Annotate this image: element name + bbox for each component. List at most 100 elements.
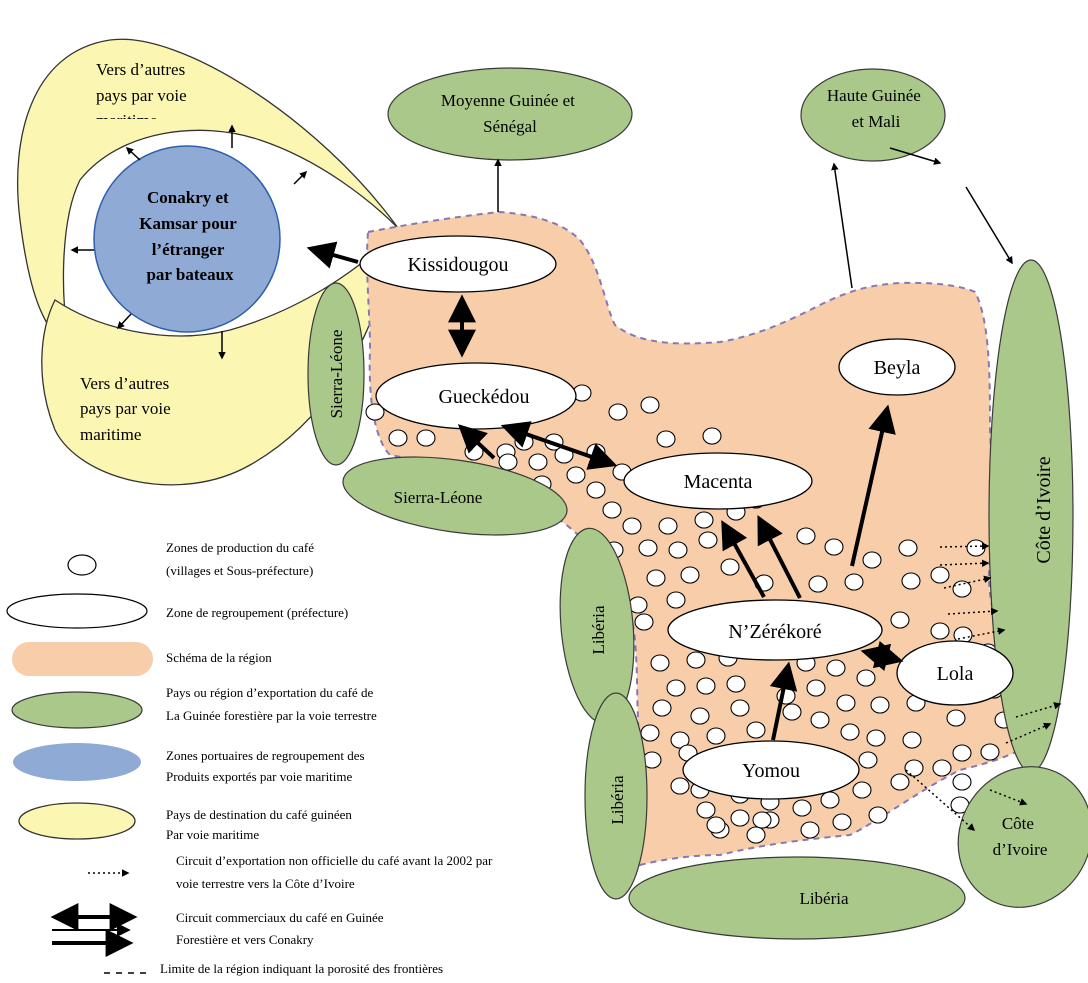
- prefecture-lola: [896, 640, 1014, 706]
- country-sierra-leone-horizontal: [342, 456, 568, 536]
- legend-region-label: Schéma de la région: [166, 650, 272, 665]
- production-dot: [844, 573, 864, 591]
- destination-bottom-line3: maritime: [80, 425, 141, 444]
- production-dot: [782, 703, 802, 721]
- production-dot: [870, 696, 890, 714]
- production-dot: [820, 791, 840, 809]
- moyenne-guinee-line1: Moyenne Guinée et: [441, 91, 575, 110]
- legend-ports-symbol: [13, 743, 141, 781]
- production-dot: [824, 538, 844, 556]
- prefecture-macenta: [623, 452, 813, 510]
- legend-regroupement-symbol: [6, 593, 148, 629]
- legend-export-land-line1: Pays ou région d’exportation du café de: [166, 685, 373, 700]
- production-dot: [952, 580, 972, 598]
- svg-text:Moyenne Guinée et Sénégal: Moyenne Guinée et Sénégal: [441, 91, 579, 136]
- liberia-lower-label: Libéria: [608, 775, 627, 825]
- production-dot: [638, 539, 658, 557]
- legend-region-symbol: [12, 642, 153, 676]
- prefecture-beyla: [838, 338, 956, 396]
- production-dot: [836, 694, 856, 712]
- production-dot: [646, 569, 666, 587]
- prefecture-lola-label: Lola: [937, 663, 974, 685]
- svg-text:Pays ou région d’exportation d: Pays ou région d’exportation du café de …: [166, 685, 377, 723]
- legend-destination-line1: Pays de destination du café guinéen: [166, 807, 352, 822]
- production-dot: [932, 759, 952, 777]
- production-dot: [670, 731, 690, 749]
- production-dot: [952, 744, 972, 762]
- commercial-circuit-arrows: [306, 241, 904, 741]
- production-dot: [890, 773, 910, 791]
- moyenne-guinee-line2: Sénégal: [483, 117, 537, 136]
- prefecture-yomou: [682, 740, 860, 800]
- cote-ivoire-small-line2: d’Ivoire: [993, 840, 1048, 859]
- production-dot: [808, 575, 828, 593]
- port-text-line1: Conakry et: [147, 188, 229, 207]
- production-dot: [868, 806, 888, 824]
- production-dot: [690, 707, 710, 725]
- production-dot: [746, 826, 766, 844]
- production-dot: [602, 501, 622, 519]
- production-dot: [622, 517, 642, 535]
- production-dot: [656, 430, 676, 448]
- legend-destination-symbol: [18, 802, 136, 840]
- country-cote-ivoire-small: [957, 766, 1088, 908]
- production-dot: [680, 566, 700, 584]
- production-dot: [966, 539, 986, 557]
- country-cote-ivoire-vertical: [988, 259, 1074, 773]
- country-moyenne-guinee: [387, 67, 633, 161]
- production-dot: [640, 724, 660, 742]
- production-dot: [902, 731, 922, 749]
- production-dot: [866, 729, 886, 747]
- svg-text:Pays de destination du café gu: Pays de destination du café guinéen Par …: [166, 807, 355, 842]
- production-dot: [365, 403, 385, 421]
- svg-text:maritime: maritime: [96, 111, 157, 130]
- production-dot: [901, 572, 921, 590]
- production-dot: [946, 709, 966, 727]
- production-dot: [668, 541, 688, 559]
- svg-text:Conakry et Kamsar pour: Conakry et Kamsar pour l’étranger par ba…: [139, 188, 240, 284]
- legend-regroupement-label: Zone de regroupement (préfecture): [166, 605, 348, 620]
- production-dot: [698, 531, 718, 549]
- production-dot: [856, 669, 876, 687]
- production-dot: [720, 558, 740, 576]
- production-dot: [666, 679, 686, 697]
- prefecture-beyla-label: Beyla: [874, 357, 921, 379]
- prefecture-kissidougou: [359, 235, 557, 293]
- production-dot: [498, 453, 518, 471]
- production-dot: [696, 677, 716, 695]
- legend-commercial-symbol: [50, 903, 138, 957]
- legend-production-line1: Zones de production du café: [166, 540, 314, 555]
- production-dot: [650, 654, 670, 672]
- svg-text:Circuit d’exportation non off: Circuit d’exportation non officielle du …: [176, 853, 496, 891]
- production-dot: [852, 781, 872, 799]
- production-dot: [528, 453, 548, 471]
- production-dot: [826, 659, 846, 677]
- production-dot: [796, 527, 816, 545]
- port-text-line4: par bateaux: [146, 265, 234, 284]
- unofficial-circuit-arrows: [905, 542, 1062, 831]
- production-dot: [634, 613, 654, 631]
- legend-ports-line1: Zones portuaires de regroupement des: [166, 748, 365, 763]
- destination-top-line2: pays par voie: [96, 86, 187, 105]
- production-dot: [652, 699, 672, 717]
- port-text-line2: Kamsar pour: [139, 214, 237, 233]
- svg-text:Haute Guinée et Mali: Haute Guinée et Mali: [827, 86, 925, 131]
- legend-export-land-symbol: [11, 691, 143, 729]
- production-dot: [696, 801, 716, 819]
- production-dot: [752, 811, 772, 829]
- production-dot: [706, 727, 726, 745]
- country-haute-guinee: [800, 68, 946, 162]
- prefecture-yomou-label: Yomou: [742, 760, 800, 782]
- svg-text:Zones portuaires de regroupeme: Zones portuaires de regroupement des Pro…: [166, 748, 368, 784]
- production-dot: [586, 481, 606, 499]
- prefecture-macenta-label: Macenta: [684, 471, 753, 493]
- country-liberia-bottom: [628, 856, 966, 940]
- production-dot: [952, 773, 972, 791]
- production-dot: [800, 821, 820, 839]
- production-dot: [658, 517, 678, 535]
- legend-unofficial-line1: Circuit d’exportation non officielle du …: [176, 853, 493, 868]
- svg-text:Vers d’autres pays par voi: Vers d’autres pays par voie: [96, 60, 189, 105]
- production-dot: [726, 675, 746, 693]
- sierra-leone-vertical-label: Sierra-Léone: [327, 330, 346, 419]
